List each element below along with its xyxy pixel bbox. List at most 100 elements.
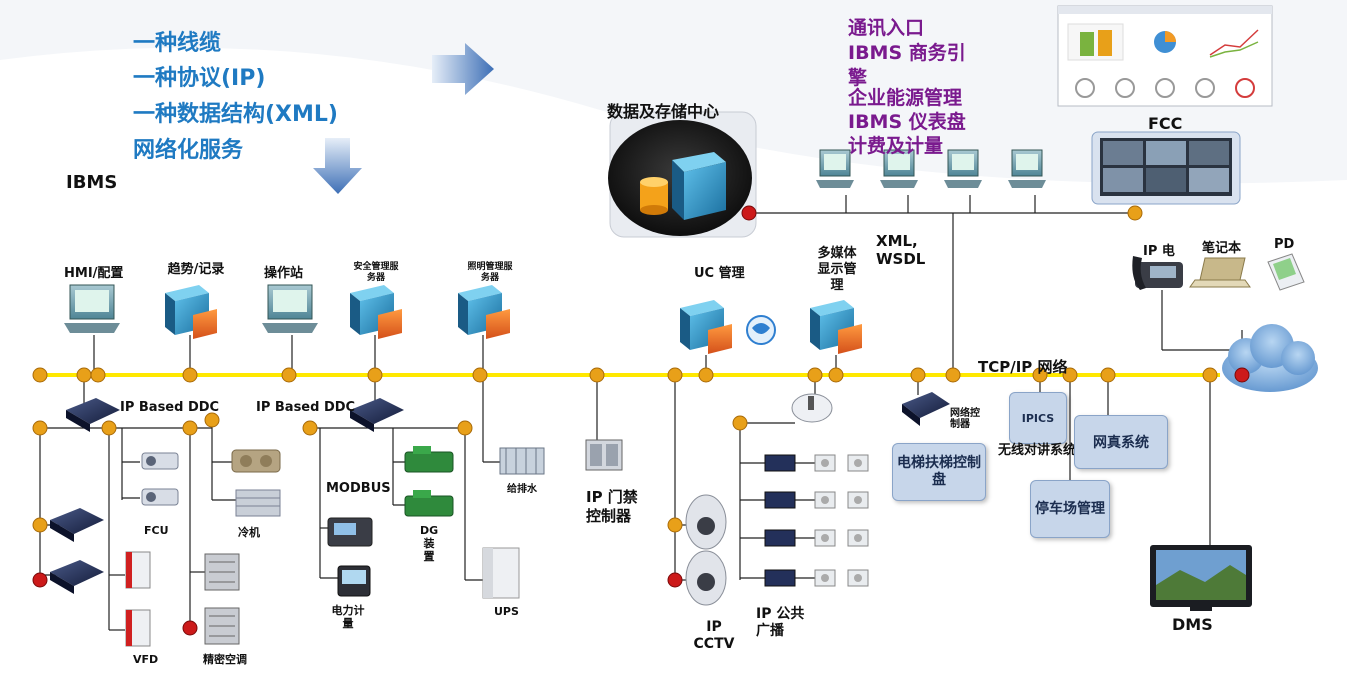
- ip-phone-icon: [1132, 256, 1183, 290]
- cctv-label: IP CCTV: [693, 619, 735, 652]
- service-3: 企业能源管理: [848, 87, 963, 109]
- heading-line-2: 一种协议(IP): [133, 66, 266, 91]
- fcu-icon: [141, 452, 179, 470]
- speaker-icon: [847, 454, 869, 472]
- elevator-box: 电梯扶梯控制盘: [892, 443, 986, 501]
- access-controller-icon: [585, 439, 623, 471]
- speaker-icon: [847, 569, 869, 587]
- ddc-controller-icon: [66, 398, 120, 432]
- security-label: 安全管理服务器: [353, 262, 399, 283]
- monitor-icon: [262, 284, 318, 333]
- fcc-label: FCC: [1148, 114, 1183, 133]
- laptop-icon: [1189, 257, 1251, 288]
- monitor-icon: [880, 149, 918, 188]
- heading-line-3: 一种数据结构(XML): [133, 102, 338, 127]
- arrow-right-icon: [432, 43, 494, 95]
- speaker-icon: [847, 529, 869, 547]
- speaker-icon: [814, 454, 836, 472]
- hmi-label: HMI/配置: [64, 266, 124, 281]
- service-5: 计费及计量: [848, 135, 944, 157]
- database-icon: [640, 177, 668, 215]
- server-icon: [810, 300, 862, 354]
- amplifier-icon: [764, 454, 796, 472]
- server-icon: [458, 285, 510, 339]
- amplifier-icon: [764, 491, 796, 509]
- red-node: [667, 572, 683, 588]
- pd-label: PD: [1274, 237, 1295, 252]
- cloud-icon: [1222, 324, 1318, 392]
- precision-ac-icon: [204, 553, 240, 591]
- power-meter-icon: [337, 565, 371, 597]
- service-4: IBMS 仪表盘: [848, 111, 966, 133]
- lighting-label: 照明管理服务器: [467, 262, 513, 283]
- red-node: [32, 572, 48, 588]
- monitor-icon: [944, 149, 982, 188]
- intercom-label: 无线对讲系统: [998, 443, 1077, 458]
- water-label: 给排水: [507, 484, 537, 495]
- tv-icon: [1150, 545, 1252, 611]
- fcc-videowall-icon: [1091, 131, 1241, 205]
- speaker-icon: [814, 491, 836, 509]
- net-ctrl-label: 网络控制器: [950, 408, 980, 430]
- ddc-left-label: IP Based DDC: [120, 400, 220, 415]
- ups-label: UPS: [494, 605, 519, 618]
- tcpip-label: TCP/IP 网络: [978, 358, 1068, 376]
- amplifier-icon: [764, 529, 796, 547]
- chiller-label: 冷机: [238, 526, 260, 539]
- speaker-icon: [847, 491, 869, 509]
- power-meter-label: 电力计量: [331, 604, 365, 630]
- telepresence-box: 网真系统: [1074, 415, 1168, 469]
- ddc-controller-icon: [50, 508, 104, 542]
- service-1: 通讯入口: [848, 17, 925, 39]
- fcu-label: FCU: [144, 524, 169, 537]
- ddc-controller-icon: [350, 398, 404, 432]
- server-icon: [165, 285, 217, 339]
- trend-label: 趋势/记录: [167, 262, 225, 277]
- parking-box: 停车场管理: [1030, 480, 1110, 538]
- monitor-icon: [816, 149, 854, 188]
- fcu-icon: [141, 488, 179, 506]
- server-icon: [672, 152, 726, 220]
- ibms-label: IBMS: [66, 172, 118, 193]
- vfd-icon: [125, 609, 151, 647]
- server-icon: [350, 285, 402, 339]
- uc-label: UC 管理: [694, 266, 745, 281]
- power-meter-icon: [327, 517, 373, 547]
- cooling-tower-icon: [235, 489, 281, 517]
- precision-ac-label: 精密空调: [203, 653, 247, 666]
- pa-label: IP 公共广播: [756, 606, 805, 639]
- ipics-box: IPICS: [1009, 392, 1067, 444]
- microphone-icon: [791, 393, 833, 423]
- ddc-controller-icon: [50, 560, 104, 594]
- ddc-right-label: IP Based DDC: [256, 400, 356, 415]
- amplifier-icon: [764, 569, 796, 587]
- chiller-icon: [231, 449, 281, 473]
- dg-generator-icon: [404, 490, 454, 517]
- camera-icon: [685, 494, 727, 550]
- operator-label: 操作站: [264, 266, 304, 281]
- modbus-label: MODBUS: [326, 481, 391, 496]
- speaker-icon: [814, 569, 836, 587]
- multimedia-label: 多媒体显示管理: [817, 246, 857, 293]
- data-center-label: 数据及存储中心: [607, 102, 720, 121]
- xml-wsdl-label: XML, WSDL: [876, 232, 926, 268]
- dms-label: DMS: [1172, 615, 1213, 634]
- service-2: IBMS 商务引擎: [848, 42, 966, 89]
- data-center-icon: [608, 111, 757, 238]
- monitor-icon: [1008, 149, 1046, 188]
- vfd-label: VFD: [133, 653, 159, 666]
- notebook-label: 笔记本: [1202, 241, 1242, 256]
- red-node: [182, 620, 198, 636]
- water-pump-icon: [499, 447, 545, 475]
- dashboard-thumbnail: [1057, 5, 1273, 107]
- pda-icon: [1267, 253, 1305, 291]
- ip-phone-label: IP 电: [1143, 244, 1175, 259]
- heading-line-4: 网络化服务: [133, 138, 244, 163]
- red-node: [1234, 367, 1250, 383]
- access-label: IP 门禁控制器: [586, 488, 638, 525]
- heading-line-1: 一种线缆: [133, 31, 222, 56]
- camera-icon: [685, 550, 727, 606]
- uc-logo-icon: [746, 315, 776, 345]
